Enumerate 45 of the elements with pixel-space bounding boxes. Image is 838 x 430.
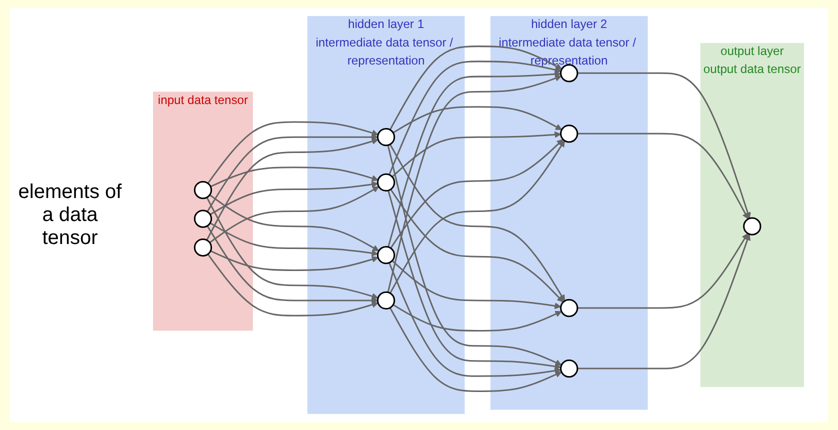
arrow bbox=[208, 121, 379, 184]
arrow bbox=[210, 250, 379, 271]
arrow bbox=[207, 134, 378, 212]
cluster: input data tensor bbox=[154, 92, 254, 331]
arrow bbox=[390, 46, 563, 130]
node-circle bbox=[377, 246, 396, 264]
brace-label: elements of a data tensor bbox=[17, 180, 123, 250]
arrow bbox=[206, 197, 379, 300]
arrow bbox=[210, 166, 379, 188]
arrow bbox=[210, 181, 379, 216]
node-circle bbox=[560, 298, 579, 318]
node-circle bbox=[377, 173, 396, 192]
arrow bbox=[208, 254, 379, 316]
arrow bbox=[210, 222, 379, 256]
arrow bbox=[388, 70, 562, 248]
arrow bbox=[388, 145, 562, 366]
cluster: hidden layer 1 intermediate data tensor / representation bbox=[308, 16, 466, 414]
arrow bbox=[393, 304, 562, 332]
arrow bbox=[390, 307, 562, 392]
node-circle bbox=[194, 210, 213, 228]
node-circle bbox=[194, 238, 213, 257]
arrow bbox=[388, 75, 562, 293]
node-circle bbox=[560, 359, 579, 378]
arrow bbox=[578, 233, 749, 309]
arrow bbox=[392, 260, 562, 310]
node-circle bbox=[377, 128, 396, 146]
node-circle bbox=[744, 217, 762, 236]
arrow bbox=[389, 60, 562, 176]
arrow bbox=[210, 186, 380, 244]
arrow bbox=[210, 194, 380, 252]
node-circle bbox=[377, 291, 396, 310]
arrow bbox=[207, 225, 378, 304]
node-circle bbox=[560, 124, 579, 143]
arrow bbox=[578, 132, 749, 220]
arrow bbox=[388, 190, 562, 370]
arrow bbox=[206, 138, 379, 240]
arrow bbox=[392, 131, 562, 178]
arrow bbox=[578, 72, 752, 219]
node-circle bbox=[194, 180, 213, 200]
cluster: output layer output data tensor bbox=[700, 42, 804, 388]
arrow bbox=[390, 188, 564, 302]
arrow bbox=[393, 106, 563, 134]
arrow bbox=[578, 234, 752, 370]
arrow bbox=[390, 139, 564, 249]
arrow bbox=[389, 262, 562, 377]
